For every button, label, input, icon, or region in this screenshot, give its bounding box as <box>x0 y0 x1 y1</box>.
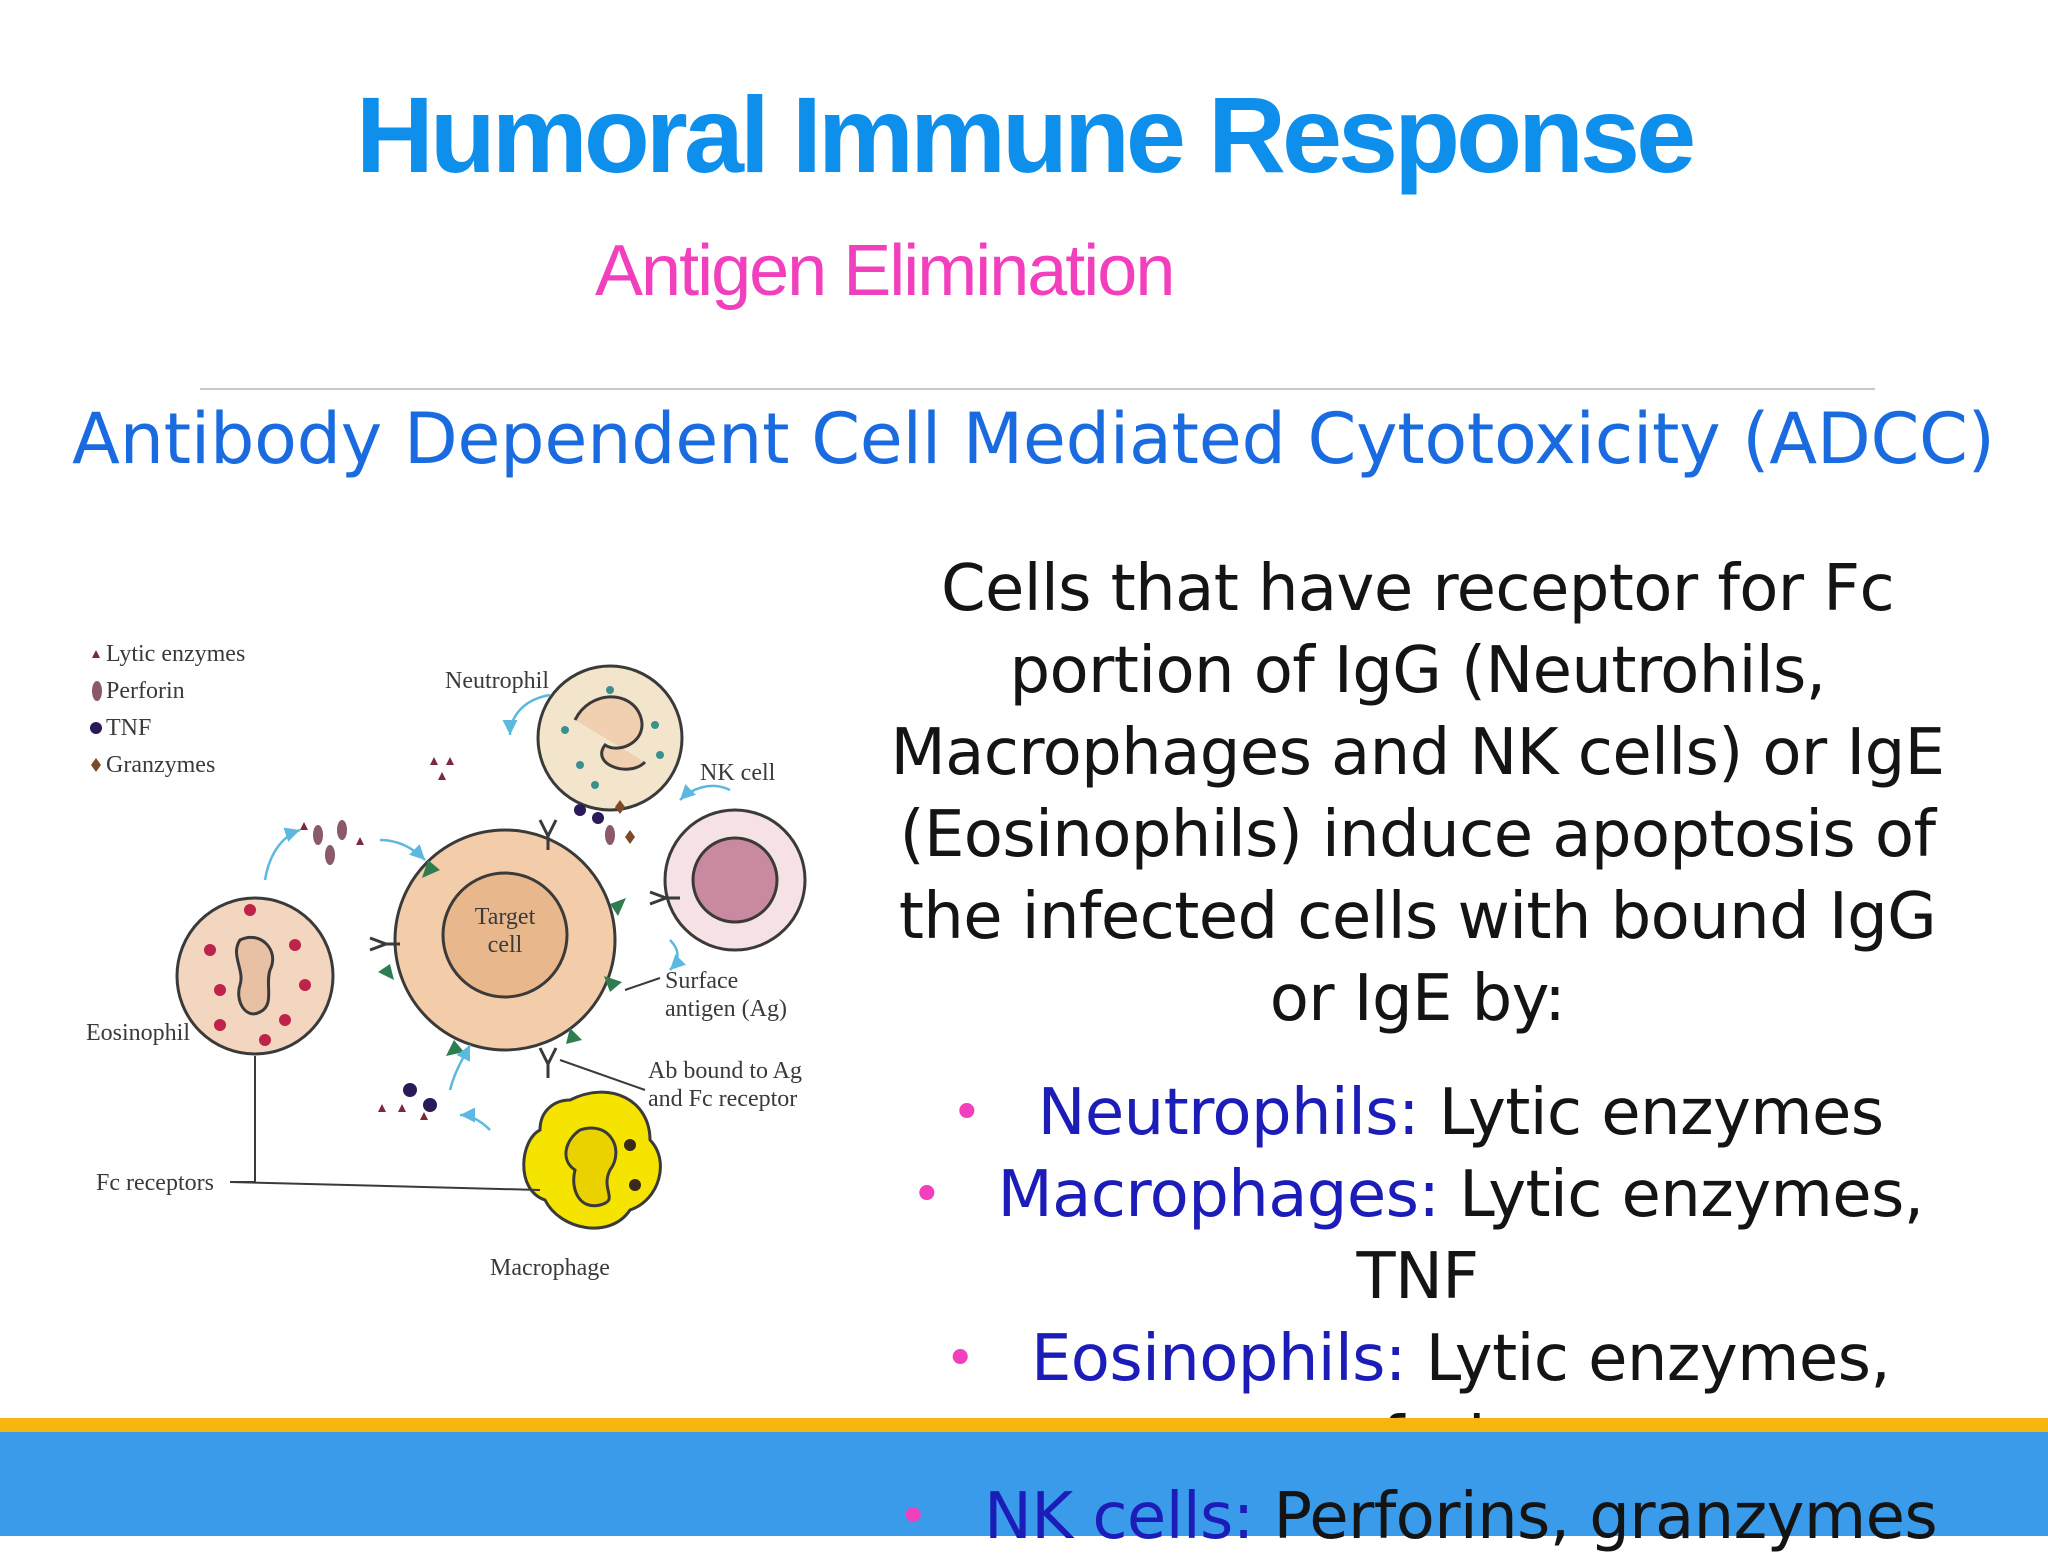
target-cell-label-2: cell <box>488 932 523 958</box>
neutrophil-cell: Neutrophil <box>445 664 684 812</box>
list-item: • Neutrophils: Lytic enzymes <box>860 1072 1975 1154</box>
macrophage-label: Macrophage <box>490 1255 610 1281</box>
ab-bound-label-2: and Fc receptor <box>648 1086 797 1112</box>
list-item: • Macrophages: Lytic enzymes, TNF <box>860 1154 1975 1318</box>
legend-perforin: Perforin <box>106 678 185 704</box>
target-cell-label-1: Target <box>475 904 536 930</box>
bullet-term: Macrophages: <box>997 1158 1440 1232</box>
neutrophil-label: Neutrophil <box>445 668 549 694</box>
bullet-desc: Perforins, granzymes <box>1253 1480 1938 1554</box>
flow-arrows <box>263 693 731 1131</box>
released-molecules <box>300 757 635 1120</box>
eosinophil-label: Eosinophil <box>86 1020 190 1046</box>
bullet-desc: Lytic enzymes, TNF <box>1356 1158 1925 1314</box>
bullet-term: NK cells: <box>983 1480 1254 1554</box>
section-heading: Antibody Dependent Cell Mediated Cytotox… <box>72 398 1995 480</box>
tnf-icon <box>90 722 102 734</box>
legend-granzymes: Granzymes <box>106 752 215 778</box>
nk-cell: NK cell <box>663 760 807 952</box>
fc-receptors-label: Fc receptors <box>96 1170 214 1196</box>
surface-antigen-label-2: antigen (Ag) <box>665 996 787 1022</box>
surface-antigen-label-1: Surface <box>665 968 738 994</box>
bullet-marker: • <box>951 1083 983 1143</box>
bullet-term: Neutrophils: <box>1037 1076 1420 1150</box>
legend-tnf: TNF <box>106 715 151 741</box>
lytic-enzyme-icon <box>92 650 100 658</box>
slide-subtitle: Antigen Elimination <box>595 231 1175 311</box>
slide-title: Humoral Immune Response <box>355 74 1696 195</box>
target-cell: Target cell <box>378 828 626 1056</box>
perforin-icon <box>92 681 102 701</box>
intro-paragraph: Cells that have receptor for Fc portion … <box>890 552 1945 1036</box>
adcc-diagram: Lytic enzymes Perforin TNF Granzymes Tar… <box>86 641 807 1281</box>
diagram-legend: Lytic enzymes Perforin TNF Granzymes <box>90 641 245 778</box>
divider <box>200 388 1875 390</box>
ab-bound-label-1: Ab bound to Ag <box>648 1058 802 1084</box>
eosinophil-cell: Eosinophil <box>86 896 335 1056</box>
bullet-marker: • <box>897 1487 929 1547</box>
antibody-glyphs <box>369 819 680 1078</box>
legend-lytic-enzymes: Lytic enzymes <box>106 641 245 667</box>
nk-cell-label: NK cell <box>700 760 776 786</box>
bullet-desc: Lytic enzymes <box>1419 1076 1884 1150</box>
macrophage-cell: Macrophage <box>490 1090 662 1281</box>
bullet-marker: • <box>911 1165 942 1225</box>
list-item: • NK cells: Perforins, granzymes <box>860 1476 1975 1558</box>
footer-bar <box>0 1432 2048 1536</box>
granzyme-icon <box>91 758 101 772</box>
bullet-marker: • <box>944 1329 976 1389</box>
footer-accent-bar <box>0 1418 2048 1432</box>
bullet-term: Eosinophils: <box>1030 1322 1407 1396</box>
